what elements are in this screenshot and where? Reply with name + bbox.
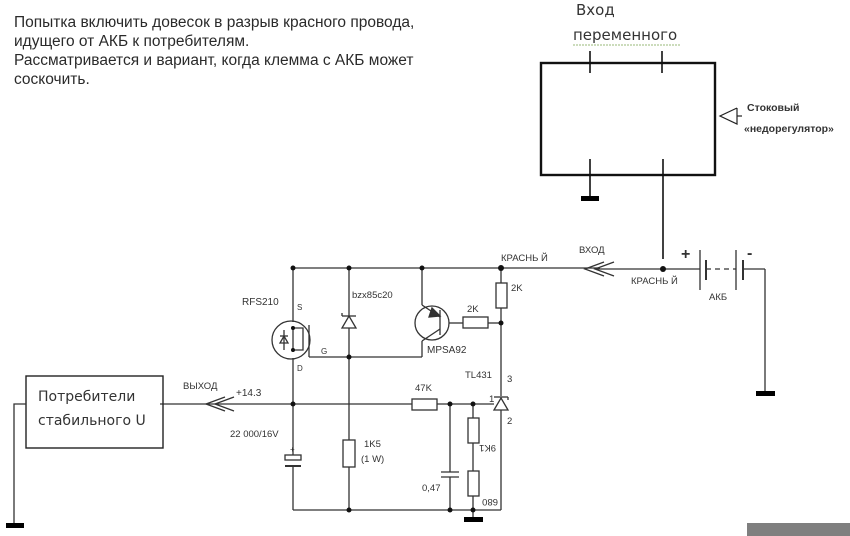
transistor-label: MPSA92 [427,345,467,356]
plus-label: + [681,246,690,263]
main-capacitor [284,454,302,461]
pullup-resistor-label: 2K [511,283,523,294]
consumers-label-2: стабильного U [38,413,146,429]
mosfet-label: RFS210 [242,297,279,308]
divider-resistor-680 [467,470,480,497]
divider-resistor-9k1 [467,417,480,444]
ground-symbol-circuit [464,517,483,522]
main-capacitor-label: 22 000/16V [230,429,279,440]
resistor-680-label: 680 [482,496,498,507]
zener-label: bzx85c20 [352,290,393,301]
regulator-label-1: Стоковый [747,102,799,114]
alternator-title-2: переменного [573,26,677,44]
pullup-resistor [495,282,508,309]
intro-text: Попытка включить довесок в разрыв красно… [14,13,414,89]
input-label: ВХОД [579,245,605,256]
voltage-label: +14.3 [236,388,262,399]
tl431-pin-3: 3 [507,374,512,385]
battery-symbol [699,250,766,392]
load-resistor [342,439,356,468]
regulator-label-2: «недорегулятор» [744,123,834,135]
input-connector-icon [583,261,605,277]
alternator-box [539,61,717,177]
base-resistor [462,316,489,329]
load-resistor-label-1: 1K5 [364,439,381,450]
battery-label: АКБ [709,292,727,303]
main-capacitor-plus: + [290,445,295,454]
tl431-symbol [492,396,510,411]
output-label: ВЫХОД [183,381,218,392]
mosfet-drain-label: D [297,364,303,373]
tl431-pin-1: 1 [489,394,494,405]
tl431-pin-2: 2 [507,416,512,427]
alternator-title-1: Вход [576,1,615,19]
red-wire-label-top: КРАСНЬ Й [501,252,548,264]
intro-line-3: Рассматривается и вариант, когда клемма … [14,52,414,69]
mosfet-source-label: S [297,303,302,312]
ground-symbol-alternator [581,196,599,201]
small-capacitor-label: 0,47 [422,483,441,494]
ground-symbol-battery [756,391,775,396]
zener-diode-symbol [340,314,358,329]
regulator-arrow-icon [718,107,738,125]
load-resistor-label-2: (1 W) [361,454,384,465]
intro-line-2: идущего от АКБ к потребителям. [14,33,250,50]
mosfet-gate-label: G [321,347,327,356]
output-connector-icon [204,396,226,412]
tl431-label: TL431 [465,370,492,381]
mosfet-symbol [271,320,311,360]
red-wire-label-right: КРАСНЬ Й [631,275,678,287]
resistor-9k1-label: 9K1 [479,442,496,453]
junction-dots [290,265,666,513]
consumers-label-1: Потребители [38,389,135,405]
ground-symbol-consumers [6,523,24,528]
consumers-box [25,375,164,449]
minus-label: - [747,245,752,262]
gray-bar [747,523,850,536]
intro-line-1: Попытка включить довесок в разрыв красно… [14,14,415,31]
resistor-47k-label: 47K [415,383,433,394]
divider-resistor-47k [411,398,438,411]
base-resistor-label: 2K [467,304,479,315]
intro-line-4: соскочить. [14,71,90,88]
